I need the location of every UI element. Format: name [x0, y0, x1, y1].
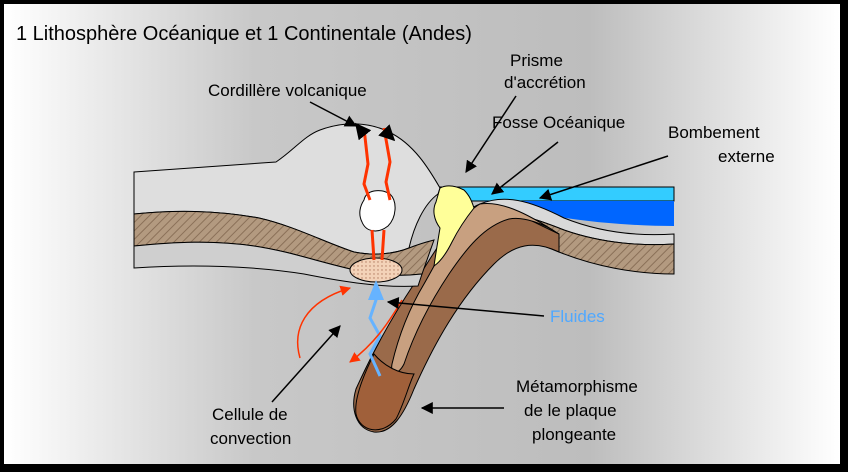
ocean-surface-water [437, 186, 675, 202]
arrow-bombement [538, 155, 669, 201]
convection-arrow-up [296, 285, 352, 359]
arrow-fosse [491, 141, 559, 195]
label-cellule-2: convection [210, 429, 291, 448]
slab-metamorphic-zone [355, 353, 415, 431]
accretionary-prism [433, 185, 475, 268]
label-prisme-1: Prisme [510, 51, 563, 70]
magma-conduit-left [362, 127, 372, 201]
label-bombement-2: externe [718, 147, 775, 166]
eruption-arrow-right [378, 124, 396, 142]
diagram-frame: 1 Lithosphère Océanique et 1 Continental… [2, 2, 842, 466]
label-cellule-1: Cellule de [212, 405, 288, 424]
label-metamorphisme-3: plongeante [532, 425, 616, 444]
label-fosse: Fosse Océanique [492, 113, 625, 132]
arrow-cellule [271, 325, 341, 403]
arrow-prisme [465, 95, 517, 174]
melting-zone [349, 257, 403, 283]
eruption-arrow-left [355, 122, 372, 141]
magma-conduit-lower [370, 229, 386, 261]
diagram-title: 1 Lithosphère Océanique et 1 Continental… [16, 23, 472, 45]
label-prisme-2: d'accrétion [504, 73, 586, 92]
label-fluides: Fluides [550, 307, 605, 326]
label-bombement-1: Bombement [668, 123, 760, 142]
subduction-diagram: 1 Lithosphère Océanique et 1 Continental… [16, 23, 775, 448]
fluid-arrowhead [368, 280, 384, 300]
label-metamorphisme-1: Métamorphisme [516, 377, 638, 396]
label-metamorphisme-2: de le plaque [524, 401, 617, 420]
arrow-cordillere [309, 101, 358, 127]
continental-base [133, 241, 423, 287]
subducting-slab-crust [391, 202, 560, 373]
label-cordillere: Cordillère volcanique [208, 81, 367, 100]
magma-chamber [359, 190, 396, 232]
magma-conduit-right [382, 127, 392, 201]
arrow-fluides [386, 296, 545, 317]
